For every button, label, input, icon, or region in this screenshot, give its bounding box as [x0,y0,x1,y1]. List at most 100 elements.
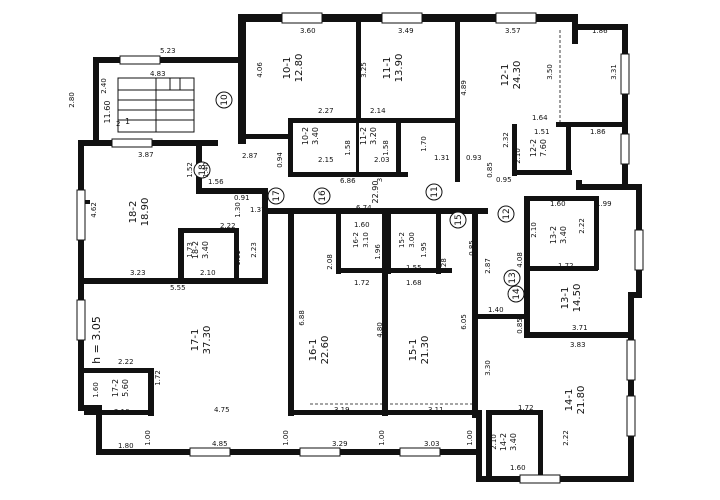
room-id: 16-2 [352,232,360,248]
room-id: 1 [125,117,130,126]
dim: 2.14 [370,107,386,115]
room-area: 3.40 [559,226,568,244]
axis-marker [449,211,467,229]
dim: 4.62 [90,202,98,218]
dim: 1.58 [344,140,352,156]
room-area: 18.90 [140,198,151,227]
room-id: 13-2 [549,226,558,244]
room-id: 12-1 [500,64,511,87]
dim: 3.60 [300,27,316,35]
dim: 1.95 [420,242,428,258]
dim: 2.22 [562,430,570,446]
axis-marker [267,187,285,205]
dim: 2.10 [530,222,538,238]
dim: 2.10 [514,148,522,164]
dim: 1.86 [590,128,606,136]
dim: 0.91 [234,194,250,202]
dim: 3.19 [334,406,350,414]
dim: 2.10 [114,408,130,416]
dim: 1.96 [374,244,382,260]
room-area: 3.40 [201,241,210,259]
axis-markers: 10 18 17 16 11 15 12 13 14 [193,91,525,303]
dimension-labels: 5.23 4.83 2.80 2.40 3.60 4.06 3.49 3.25 … [68,27,618,472]
axis-marker-label: 10 [220,94,230,106]
staircase [117,77,195,133]
dim: 1.51 [534,128,550,136]
dim: 3.83 [570,341,586,349]
axis-marker [507,285,525,303]
dim: 4.80 [376,322,384,338]
axis-marker-label: 18 [198,164,208,176]
dim: 2.22 [118,358,134,366]
dim: 0.85 [468,240,476,256]
axis-marker-label: 15 [454,214,464,225]
axis-marker-label: 17 [272,190,282,201]
dim: 1.00 [466,430,474,446]
interior-walls [84,22,630,476]
room-area: 7.60 [539,139,548,157]
room-area: 3.20 [369,127,378,145]
room-id: 18-2 [191,241,200,259]
room-id: 10-2 [301,127,310,145]
dim: 1.72 [558,262,574,270]
dim: 3.49 [398,27,414,35]
dim: 1.64 [532,114,548,122]
dim: 3.11 [428,406,444,414]
dim: 3.30 [484,360,492,376]
dim: 3.71 [572,324,588,332]
window-marks [76,12,644,484]
room-area: 3.40 [311,127,320,145]
dim: 1.80 [118,442,134,450]
dim: 1.30 [234,202,242,218]
room-id: 10-1 [282,57,293,80]
dim: 2.87 [242,152,258,160]
dim: 1.73 [186,242,194,258]
room-area: 22.90 [371,181,380,204]
dim: 1.40 [202,162,210,178]
dim: 1.99 [596,200,612,208]
dim: 4.06 [256,62,264,78]
room-area: 24.30 [512,61,523,90]
dim: 2.40 [100,78,108,94]
dim: 4.83 [150,70,166,78]
dim: 1.31 [434,154,450,162]
dim: 1.55 [406,264,422,272]
dim: 1.60 [92,382,100,398]
dim: 3.87 [138,151,154,159]
room-area: 37.30 [202,326,213,355]
dim: 1.60 [550,200,566,208]
dim: 6.88 [298,310,306,326]
dim: 1.72 [354,279,370,287]
room-area: 3.10 [362,232,370,248]
dim: 2.15 [318,156,334,164]
dim: 1.60 [354,221,370,229]
dim: 1.56 [208,178,224,186]
dim: 1.00 [282,430,290,446]
dim: 4.08 [516,252,524,268]
axis-marker [425,183,443,201]
dim: 2.80 [68,92,76,108]
dim: 0.85 [516,318,524,334]
dim: 2.22 [578,218,586,234]
axis-marker [503,269,521,287]
room-id: 14-1 [564,389,575,412]
room-area: 3.40 [509,433,518,451]
room-area: 14.50 [572,284,583,313]
dim: 4.89 [460,80,468,96]
dim: 3.03 [424,440,440,448]
room-id: 15-2 [398,232,406,248]
axis-marker [313,187,331,205]
dim: 3.57 [505,27,521,35]
dim: 1.00 [378,430,386,446]
axis-marker [193,161,211,179]
room-id: 15-1 [408,339,419,362]
room-id: 11-1 [382,57,393,80]
dim: 0.95 [496,176,512,184]
dim: 1.52 [186,162,194,178]
room-area: 21.80 [576,386,587,415]
axis-marker-label: 11 [430,186,440,197]
dim: 2.10 [490,434,498,450]
